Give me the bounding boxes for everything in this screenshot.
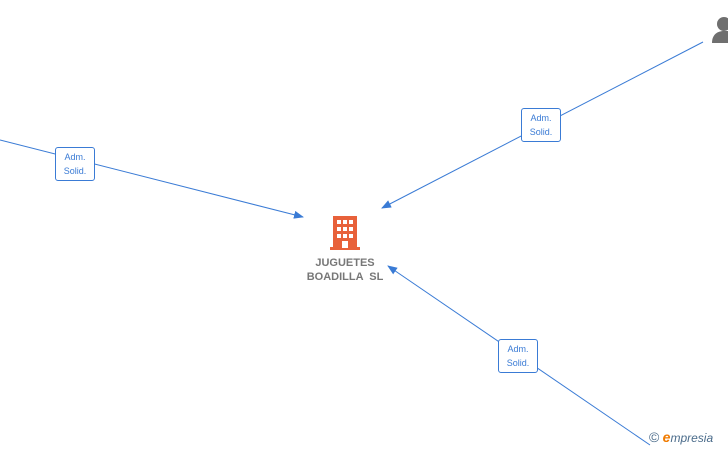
brand-name: mpresia xyxy=(670,431,714,445)
edge-label-bottom-right[interactable]: Adm. Solid. xyxy=(498,339,538,373)
edge-role-line1: Adm. xyxy=(64,152,86,162)
copyright-symbol: © xyxy=(649,429,660,445)
edge-label-top-right[interactable]: Adm. Solid. xyxy=(521,108,561,142)
edge-role-line2: Solid. xyxy=(506,358,530,368)
building-icon[interactable] xyxy=(330,216,360,255)
company-name-line1: JUGUETES xyxy=(315,257,375,269)
edge-role-line2: Solid. xyxy=(63,166,87,176)
edge-role-line1: Adm. xyxy=(507,344,529,354)
company-name-line2: BOADILLA SL xyxy=(306,271,384,283)
person-icon[interactable] xyxy=(712,16,728,49)
edge-line-left xyxy=(0,139,304,219)
edge-label-left[interactable]: Adm. Solid. xyxy=(55,147,95,181)
company-name[interactable]: JUGUETES BOADILLA SL xyxy=(286,256,404,284)
edge-role-line2: Solid. xyxy=(529,127,553,137)
brand-initial: e xyxy=(662,429,671,445)
empresia-watermark: © empresia xyxy=(649,429,713,446)
edge-role-line1: Adm. xyxy=(530,113,552,123)
